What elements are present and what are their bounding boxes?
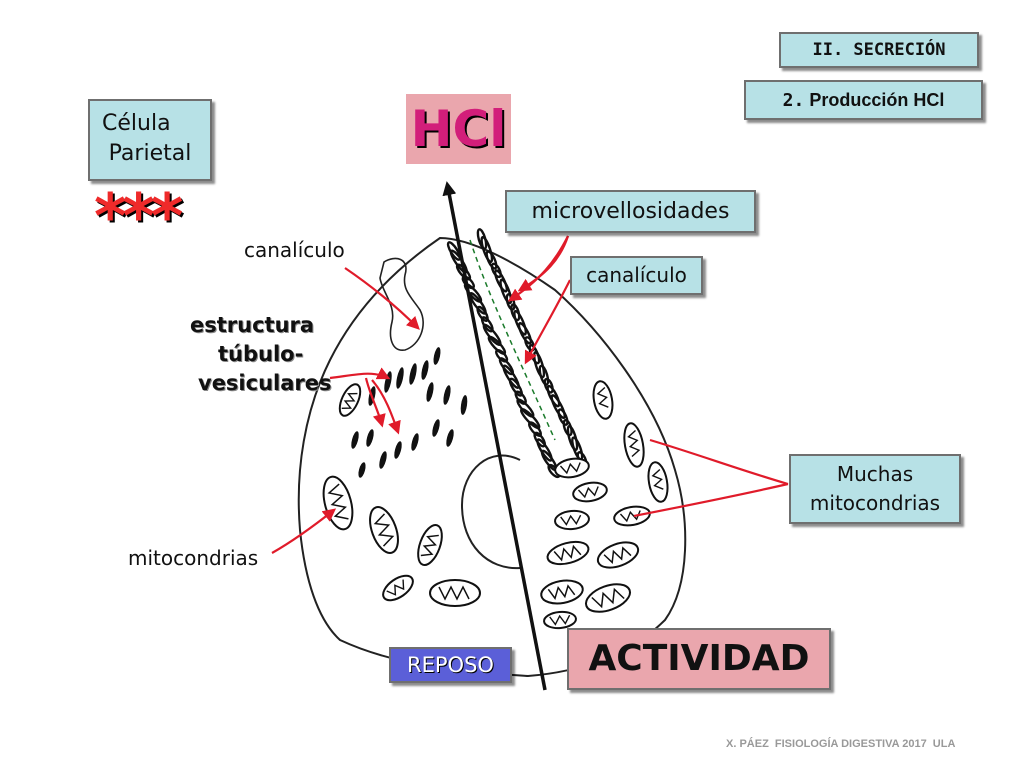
- microvillus: [508, 377, 523, 397]
- mitochondrion: [554, 509, 590, 531]
- section-label: II. SECRECIÓN: [779, 32, 979, 68]
- reposo-label: REPOSO: [389, 647, 512, 683]
- mitochondrion: [369, 506, 399, 554]
- canaliculo-right-text: canalículo: [586, 263, 687, 287]
- microvillus: [543, 377, 554, 394]
- microvillus: [550, 394, 566, 420]
- hcl-box: HCl: [406, 94, 511, 164]
- canaliculo-right-label: canalículo: [570, 256, 703, 295]
- mitochondrion: [338, 383, 362, 417]
- arrow-canaliculo-left: [344, 267, 420, 330]
- mitochondrion: [647, 461, 669, 503]
- muchas-line2: mitocondrias: [809, 491, 941, 515]
- reposo-text: REPOSO: [407, 653, 494, 677]
- mitochondrion: [417, 523, 443, 567]
- arrow-tubulo-2: [364, 377, 386, 428]
- microvillus: [513, 309, 528, 336]
- arrow-muchas-1: [649, 438, 789, 486]
- canaliculo-left-label: canalículo: [244, 238, 345, 262]
- mitochondrion: [546, 540, 590, 566]
- mitochondrion: [613, 505, 651, 527]
- estructura-label: estructura túbulo- vesiculares: [186, 311, 336, 398]
- microvilli: [446, 228, 588, 479]
- microvillus: [480, 235, 494, 264]
- importance-stars: ***: [94, 180, 183, 253]
- subsection-text: Producción HCl: [809, 90, 945, 110]
- microvillus: [485, 250, 498, 270]
- mitochondrion: [540, 579, 584, 605]
- arrow-muchas-2: [633, 482, 789, 518]
- canaliculus-activity: [469, 239, 556, 441]
- arrow-tubulo-1: [329, 367, 391, 380]
- microvillus: [476, 305, 489, 322]
- estructura-line1: estructura: [190, 313, 315, 337]
- cell-label-line1: Célula: [102, 111, 171, 136]
- arrow-canaliculo-right: [524, 279, 571, 365]
- actividad-label: ACTIVIDAD: [567, 628, 831, 690]
- mitochondrion: [382, 574, 414, 602]
- actividad-text: ACTIVIDAD: [588, 638, 810, 679]
- estructura-line2: túbulo-: [218, 342, 304, 366]
- mitochondrion: [592, 380, 614, 420]
- arrow-mitocondrias: [271, 508, 337, 554]
- footer-credit: X. PÁEZ FISIOLOGÍA DIGESTIVA 2017 ULA: [726, 738, 956, 750]
- microvillus: [557, 408, 569, 426]
- mitochondrion: [585, 583, 631, 613]
- microvillus: [538, 364, 550, 386]
- microvillus: [502, 364, 520, 389]
- microvellosidades-text: microvellosidades: [531, 199, 730, 224]
- microvellosidades-label: microvellosidades: [505, 190, 756, 233]
- microvillus: [517, 322, 532, 345]
- mitochondria: [322, 380, 669, 630]
- mitochondrion: [543, 610, 577, 630]
- arrow-microvellosidades-2: [507, 235, 569, 302]
- cell-label-line2: Parietal: [108, 141, 192, 166]
- microvillus: [490, 262, 502, 279]
- estructura-line3: vesiculares: [198, 371, 332, 395]
- cell-outline: [297, 236, 687, 678]
- mitochondrion: [322, 475, 354, 531]
- nucleus: [460, 454, 521, 570]
- tubulovesicles: [351, 347, 468, 478]
- hcl-text: HCl: [410, 100, 507, 158]
- mitochondrion: [596, 541, 640, 569]
- subsection-number: 2.: [782, 90, 805, 111]
- mitochondrion: [572, 481, 608, 503]
- cell-label: Célula Parietal: [88, 99, 212, 181]
- mitochondrion: [623, 422, 645, 468]
- subsection-label: 2. Producción HCl: [744, 80, 983, 120]
- mitocondrias-label: mitocondrias: [128, 546, 259, 570]
- canaliculus-rest: [379, 257, 424, 351]
- pointer-arrows: [271, 235, 789, 554]
- arrow-tubulo-3: [371, 379, 401, 435]
- muchas-line1: Muchas: [836, 462, 914, 486]
- section-label-text: II. SECRECIÓN: [812, 40, 946, 60]
- muchas-mitocondrias-label: Muchas mitocondrias: [789, 454, 961, 524]
- mitochondrion: [429, 579, 481, 607]
- mitochondrion: [554, 457, 590, 479]
